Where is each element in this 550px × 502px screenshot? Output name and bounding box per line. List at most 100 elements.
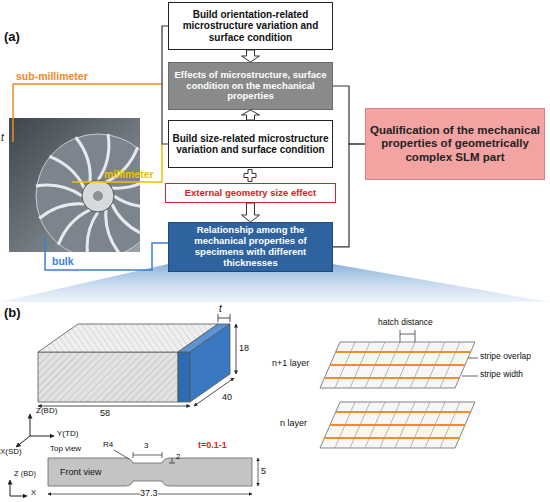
box-text: Build orientation-related microstructure…	[172, 9, 329, 44]
turbine-photo	[82, 180, 114, 212]
process-box: Build size-related microstructure variat…	[168, 120, 333, 168]
turbine-photo	[93, 191, 103, 201]
coordinate-axes	[30, 436, 54, 437]
coordinate-axes	[16, 436, 30, 447]
axis-label: Z(BD)	[36, 406, 57, 415]
box-text: External geometry size effect	[169, 188, 332, 199]
scale-label: bulk	[52, 255, 74, 267]
tensile-specimen	[133, 452, 134, 458]
turbine-photo	[67, 137, 99, 182]
tensile-specimen	[48, 458, 252, 486]
relationship-box: Relationship among the mechanical proper…	[168, 222, 333, 272]
turbine-photo	[9, 118, 160, 258]
panel-label: (a)	[4, 30, 20, 45]
box-text: Effects of microstructure, surface condi…	[172, 70, 329, 103]
block-arrow	[242, 203, 260, 222]
scan-strategy	[324, 352, 470, 378]
dimension-label: 18	[239, 343, 249, 353]
layer-label: n+1 layer	[272, 358, 309, 368]
axis-label: Y(TD)	[57, 429, 78, 438]
turbine-photo	[106, 204, 140, 236]
scan-strategy	[320, 330, 478, 448]
dimension-label: 58	[100, 408, 110, 418]
axis-label: Z (BD)	[14, 470, 36, 479]
turbine-photo	[97, 210, 129, 252]
scan-strategy	[400, 334, 415, 335]
scale-leader-lines	[13, 84, 168, 270]
build-block	[38, 352, 178, 402]
scan-strategy	[324, 412, 470, 438]
scale-leader-lines	[45, 236, 168, 270]
scan-strategy	[336, 411, 471, 413]
plus-symbol	[244, 170, 256, 182]
scan-strategy	[336, 351, 471, 353]
block-dimensions	[194, 378, 234, 406]
block-arrow	[242, 50, 260, 62]
panel-label: (b)	[4, 306, 21, 321]
coordinate-axes	[10, 496, 27, 497]
box-text: Build size-related microstructure variat…	[172, 133, 329, 156]
scan-strategy	[330, 424, 465, 426]
block-dimensions	[38, 314, 236, 406]
block-dimensions	[38, 406, 190, 407]
scan-strategy	[324, 377, 459, 379]
tensile-specimen	[162, 452, 163, 458]
scale-leader-lines	[13, 84, 162, 142]
axis-label: X	[31, 489, 36, 498]
coordinate-axes	[10, 480, 11, 496]
bracket-connector	[162, 26, 168, 144]
scale-label: sub-millimeter	[16, 70, 88, 82]
turbine-photo	[36, 134, 140, 252]
turbine-photo	[36, 134, 140, 252]
scan-strategy	[462, 376, 478, 377]
scale-label: millimeter	[104, 168, 154, 180]
scan-strategy	[400, 330, 478, 376]
dimension-label: 40	[222, 392, 232, 402]
coordinate-axes	[30, 414, 31, 436]
bracket-connector	[333, 86, 365, 144]
build-block	[178, 352, 190, 402]
box-text: Relationship among the mechanical proper…	[172, 225, 329, 269]
scan-label: hatch distance	[378, 318, 433, 328]
block-arrow	[242, 110, 260, 120]
turbine-photo	[58, 204, 90, 249]
thickness-label: t=0.1-1	[198, 440, 227, 450]
process-box: Build orientation-related microstructure…	[168, 2, 333, 50]
tensile-specimen	[169, 463, 175, 464]
build-block	[38, 324, 230, 402]
tensile-specimen	[172, 458, 173, 463]
scan-label: stripe width	[480, 370, 523, 380]
turbine-photo	[36, 134, 140, 252]
block-dimensions	[218, 314, 219, 322]
scale-leader-lines	[72, 144, 162, 182]
scan-strategy	[324, 437, 459, 439]
block-dimensions	[230, 314, 231, 322]
dimension-label: 37.3	[140, 488, 158, 498]
block-dimensions	[218, 318, 230, 319]
turbine-photo	[39, 195, 84, 227]
turbine-photo	[106, 142, 138, 187]
bracket-connector	[333, 144, 365, 247]
view-label: Top view	[50, 444, 81, 453]
dimension-label: 3	[144, 441, 148, 450]
scan-strategy	[330, 364, 465, 366]
goal-box: Qualification of the mechanical properti…	[365, 108, 545, 180]
dimension-label: 5	[261, 466, 266, 476]
scan-strategy	[415, 330, 416, 342]
turbine-photo	[87, 212, 98, 252]
dimension-label: 2	[176, 452, 180, 461]
layer-label: n layer	[280, 418, 307, 428]
tensile-specimen	[258, 458, 259, 486]
effect-box: Effects of microstructure, surface condi…	[168, 62, 333, 110]
view-label: Front view	[60, 467, 102, 477]
dimension-label: t	[1, 132, 4, 144]
turbine-photo	[36, 185, 82, 196]
scan-strategy	[400, 330, 401, 342]
block-dimensions	[236, 324, 237, 374]
scan-strategy	[320, 342, 475, 388]
axis-label: X(SD)	[0, 447, 22, 456]
scan-strategy	[320, 402, 475, 448]
scan-label: stripe overlap	[480, 352, 531, 362]
